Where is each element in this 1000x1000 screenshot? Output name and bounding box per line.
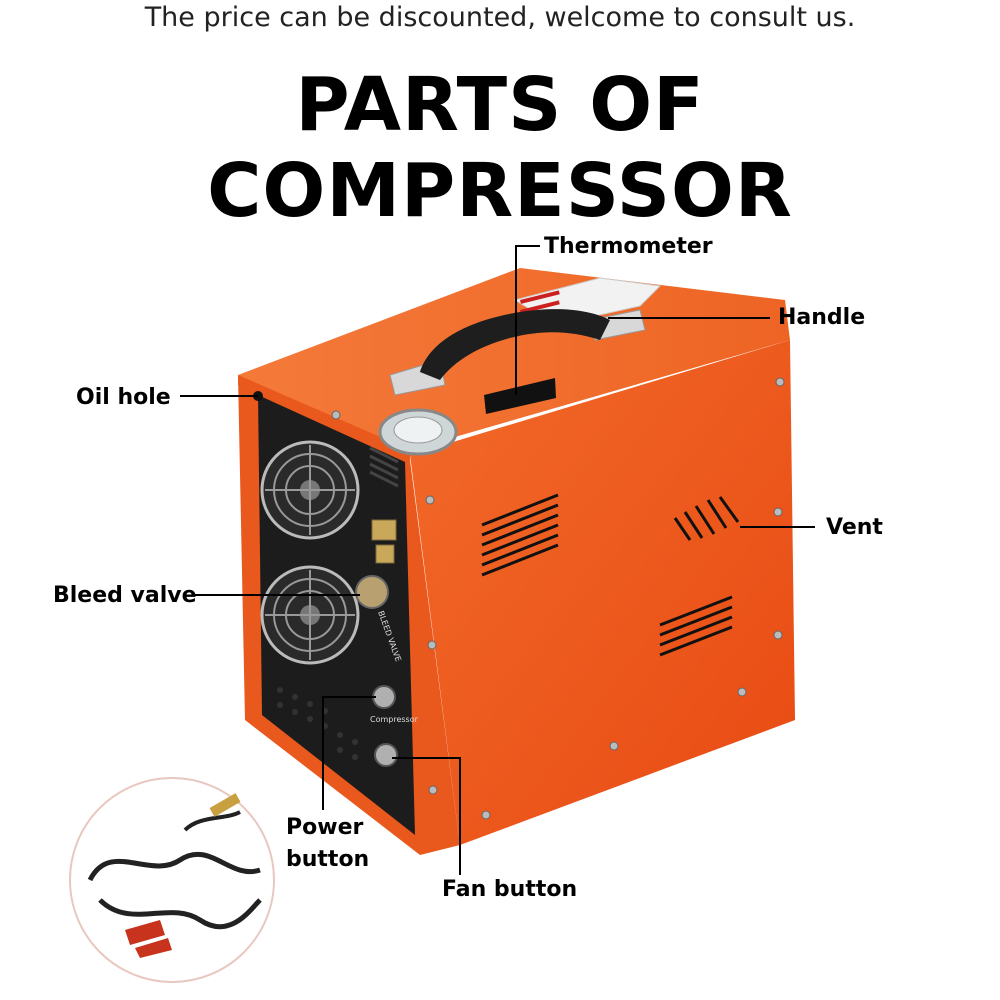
lower-fan <box>260 565 360 665</box>
compressor-top <box>238 268 790 450</box>
handle-label: Handle <box>778 305 866 330</box>
fan-button-label: Fan button <box>442 877 578 902</box>
compressor-side <box>410 340 795 845</box>
panel-holes <box>277 687 358 760</box>
thermometer-display <box>484 378 556 414</box>
pressure-gauge <box>378 408 458 456</box>
power-button-label: Power button <box>286 815 370 872</box>
subtitle: The price can be discounted, welcome to … <box>144 2 856 33</box>
side-screws <box>331 377 785 820</box>
page-title: PARTS OF COMPRESSOR <box>207 62 793 234</box>
bleed-valve-label: Bleed valve <box>53 583 197 608</box>
vent-label: Vent <box>826 515 883 540</box>
side-vent-lower <box>659 595 733 657</box>
leader-lines <box>180 245 815 875</box>
compressor-print: Compressor <box>370 715 419 724</box>
oil-hole-label: Oil hole <box>76 385 171 410</box>
power-button-knob <box>372 685 396 709</box>
side-vent-diagonal <box>673 496 740 541</box>
bleed-valve-fitting <box>355 519 397 609</box>
cable-accessory-image <box>69 777 275 983</box>
upper-fan <box>260 440 360 540</box>
fan-button-knob <box>374 743 398 767</box>
front-vent-slots <box>369 446 399 488</box>
side-vent-upper <box>481 493 559 577</box>
thermometer-label: Thermometer <box>544 234 713 259</box>
